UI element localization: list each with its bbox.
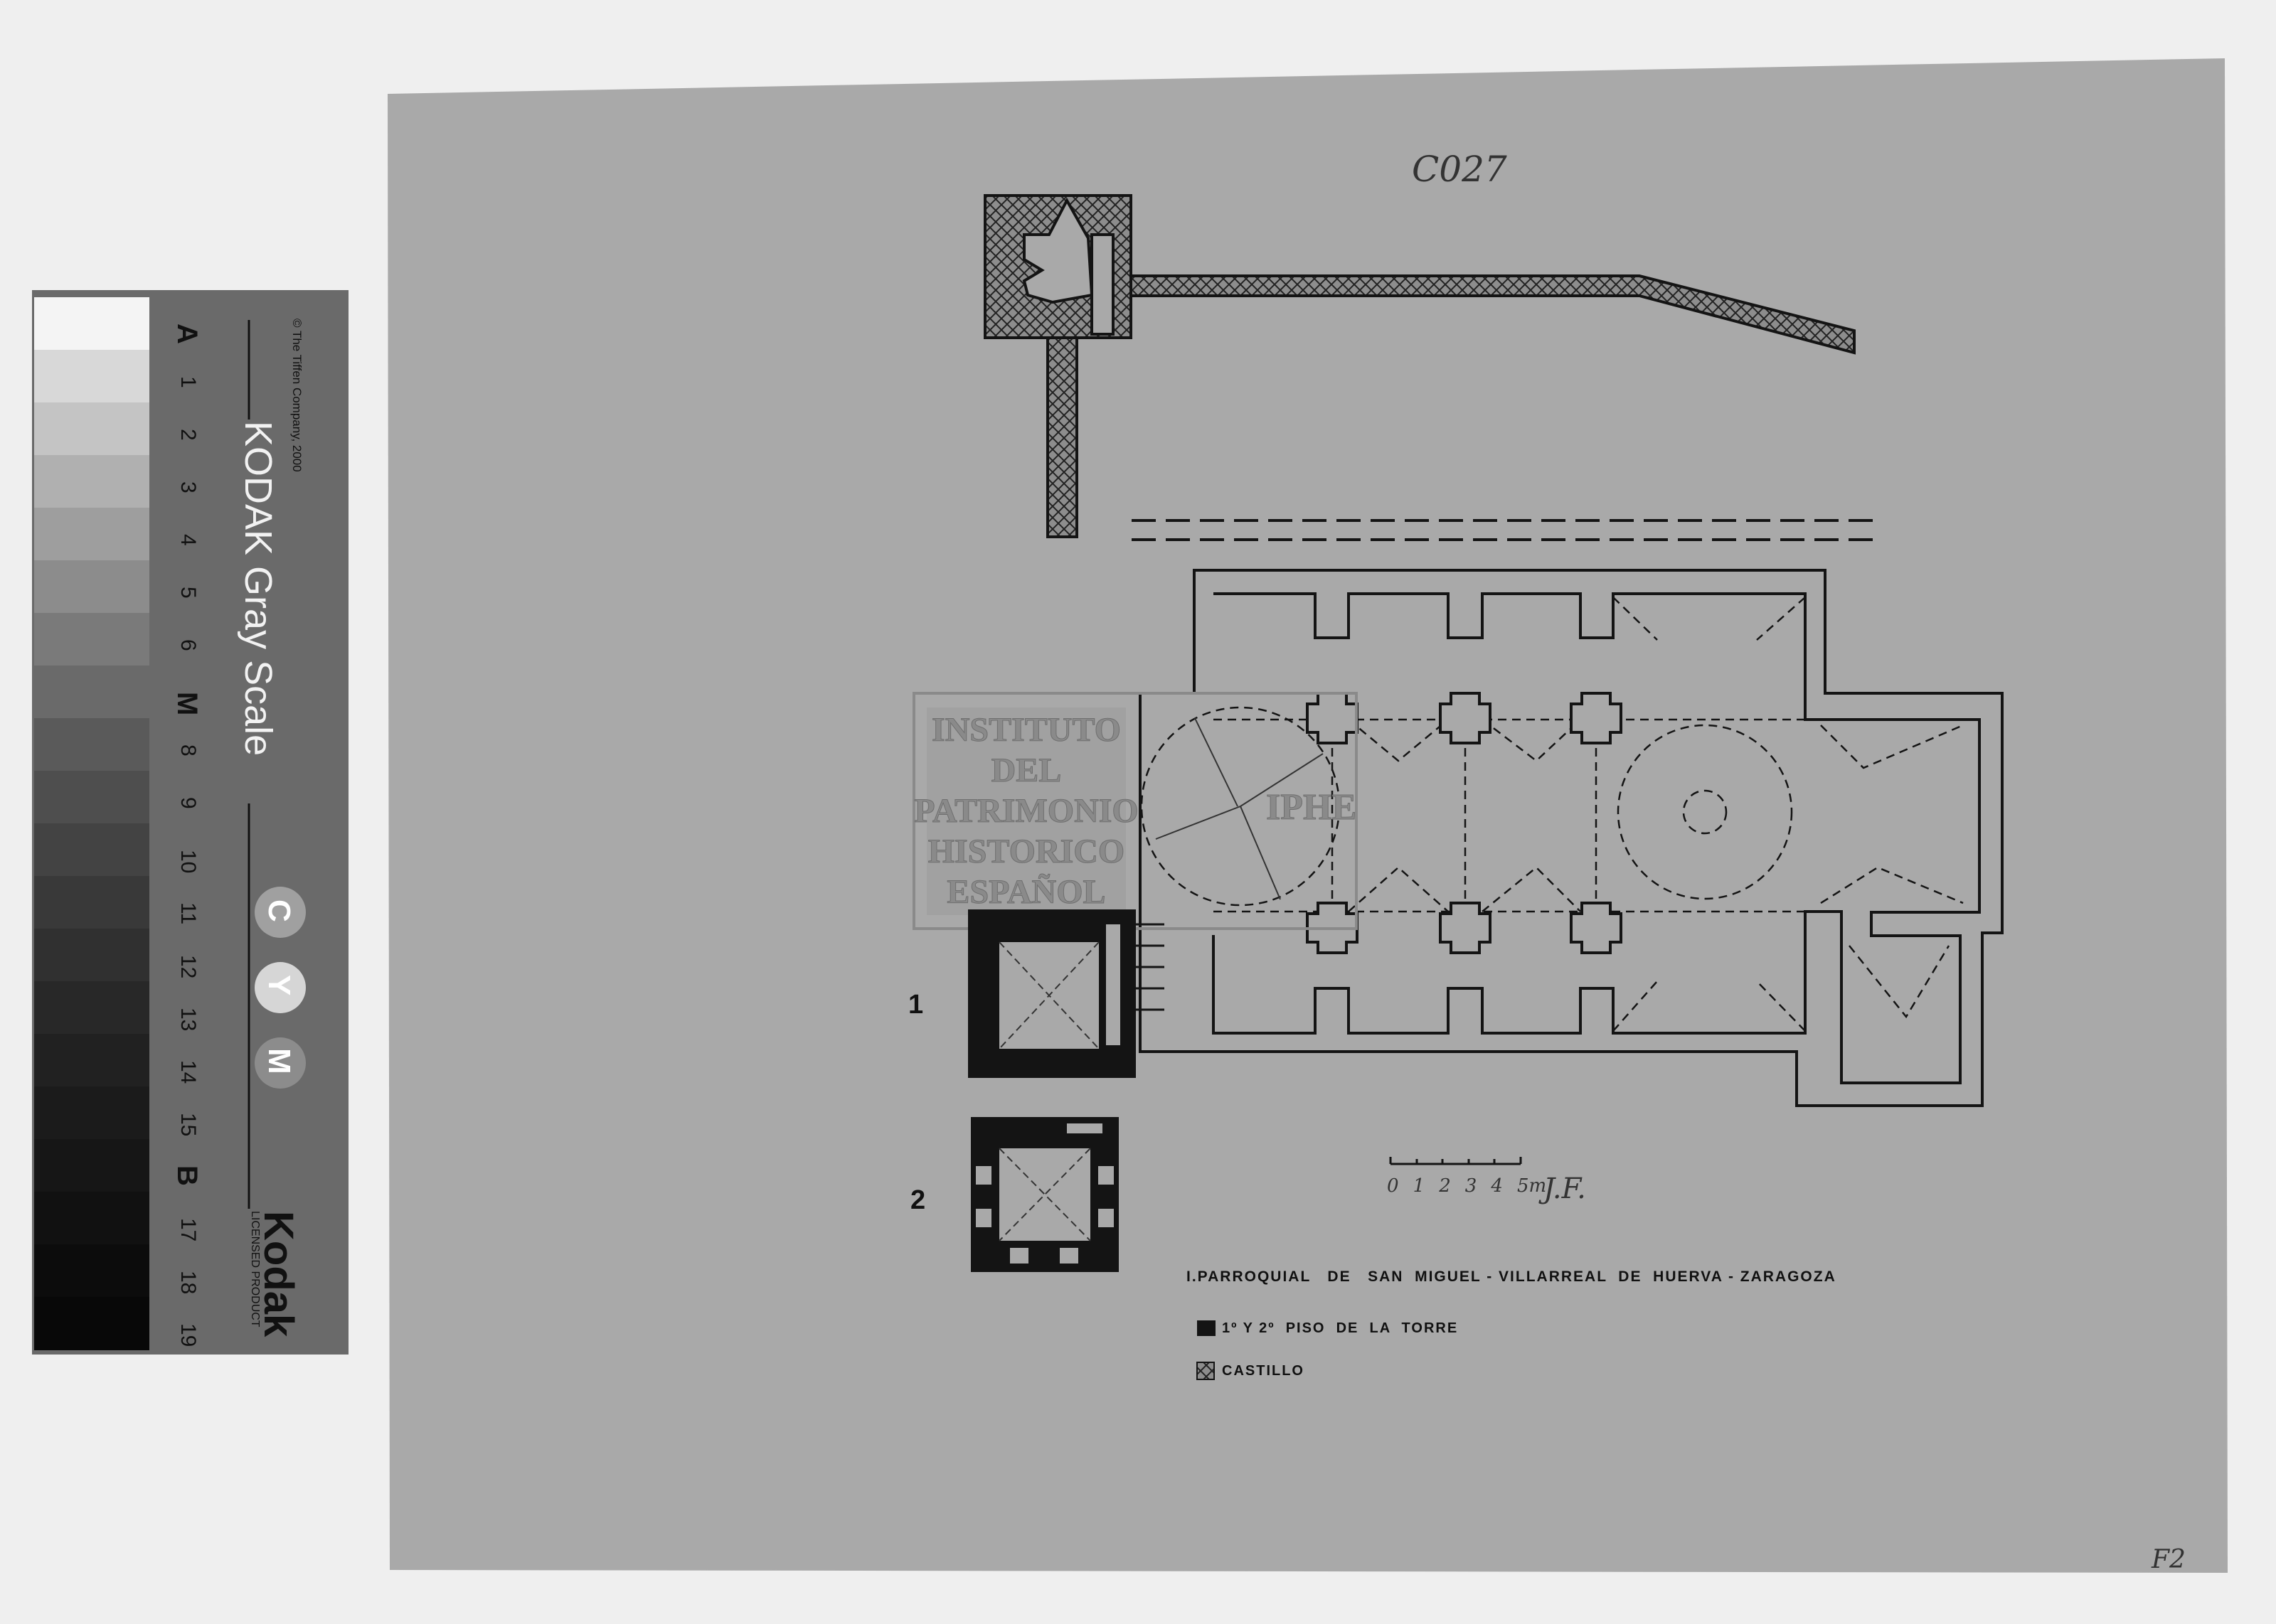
legend-castle-label: CASTILLO (1222, 1363, 1304, 1379)
castle-plan (984, 194, 1856, 538)
legend-tower-label: 1º Y 2º PISO DE LA TORRE (1222, 1320, 1458, 1336)
gray-patch (34, 1139, 149, 1192)
copyright-text: © The Tiffen Company, 2000 (290, 319, 304, 472)
licensed-product-text: LICENSED PRODUCT (249, 1211, 261, 1327)
gray-patch (34, 771, 149, 824)
watermark-logo: IPHE (1266, 787, 1356, 828)
gray-step-label: 2 (176, 429, 200, 441)
scale-tick-label: 5m. (1517, 1175, 1552, 1197)
gray-step-label: 19 (176, 1323, 200, 1347)
legend-crosshatch-swatch (1196, 1362, 1215, 1380)
plan-2-label: 2 (910, 1185, 925, 1215)
gray-patch (34, 981, 149, 1035)
watermark-line-4: HISTORICO (928, 833, 1125, 870)
paper-sheet (388, 58, 2228, 1573)
gray-patch (34, 1086, 149, 1140)
gray-step-label: 17 (176, 1218, 200, 1241)
archive-mark: C027 (1412, 149, 1507, 190)
gray-patch (34, 1034, 149, 1087)
gray-patch (34, 1297, 149, 1350)
gray-patch (34, 1244, 149, 1298)
gray-patch (34, 402, 149, 456)
scale-tick-label: 2 (1438, 1175, 1451, 1197)
scale-tick-label: 3 (1465, 1175, 1477, 1197)
gray-step-label: 14 (176, 1060, 200, 1084)
scale-tick-label: 1 (1413, 1175, 1425, 1197)
gray-patch (34, 876, 149, 929)
kodak-logo: Kodak (255, 1211, 302, 1337)
gray-step-label: 5 (176, 587, 200, 599)
gray-step-label: B (171, 1165, 203, 1186)
plan-1-label: 1 (908, 990, 923, 1020)
gray-patches (34, 297, 149, 1350)
scale-tick-label: 4 (1490, 1175, 1503, 1197)
gray-patch (34, 1192, 149, 1245)
gray-patch (34, 613, 149, 666)
gray-patch (34, 823, 149, 877)
gray-step-label: 6 (176, 639, 200, 651)
gray-patch (34, 718, 149, 771)
watermark-line-1: INSTITUTO (932, 711, 1121, 749)
tower-plan-1 (968, 909, 1164, 1078)
page-mark: F2 (2151, 1545, 2186, 1574)
gray-patch (34, 455, 149, 508)
gray-step-label: 12 (176, 955, 200, 978)
gray-patch (34, 508, 149, 561)
gray-step-label: 13 (176, 1008, 200, 1031)
legend-solid-swatch (1197, 1320, 1216, 1336)
magenta-badge-letter: M (262, 1048, 297, 1074)
church-plan (1139, 569, 2004, 1107)
gray-step-label: 15 (176, 1113, 200, 1136)
gray-patch (34, 297, 149, 351)
watermark-line-3: PATRIMONIO (914, 792, 1139, 830)
gray-step-label: 8 (176, 744, 200, 757)
gray-patch (34, 929, 149, 982)
gray-scale-title: KODAK Gray Scale (237, 421, 280, 756)
signature: J.F. (1538, 1172, 1586, 1205)
gray-step-label: 11 (176, 902, 200, 924)
gray-step-label: 9 (176, 797, 200, 809)
dashed-lines (1132, 519, 1875, 541)
scale-tick-label: 0 (1387, 1175, 1399, 1197)
gray-step-label: 1 (176, 376, 200, 388)
gray-step-label: M (171, 692, 203, 715)
drawing-title: I.PARROQUIAL DE SAN MIGUEL - VILLARREAL … (1186, 1268, 1836, 1285)
gray-step-label: 18 (176, 1271, 200, 1294)
yellow-badge-letter: Y (262, 975, 297, 995)
gray-step-label: A (171, 324, 203, 344)
watermark-line-2: DEL (991, 752, 1062, 789)
tower-plan-2 (971, 1117, 1119, 1272)
cym-badges: C Y M (255, 887, 306, 1089)
watermark-line-5: ESPAÑOL (947, 873, 1105, 911)
gray-step-label: 3 (176, 481, 200, 493)
gray-patch (34, 560, 149, 614)
gray-patch (34, 666, 149, 719)
gray-step-label: 4 (176, 534, 200, 546)
gray-patch (34, 350, 149, 403)
scale-bar (1389, 1157, 1522, 1165)
cyan-badge-letter: C (262, 899, 297, 922)
gray-step-label: 10 (176, 850, 200, 873)
iphe-watermark: INSTITUTO DEL PATRIMONIO HISTORICO ESPAÑ… (913, 692, 1358, 930)
